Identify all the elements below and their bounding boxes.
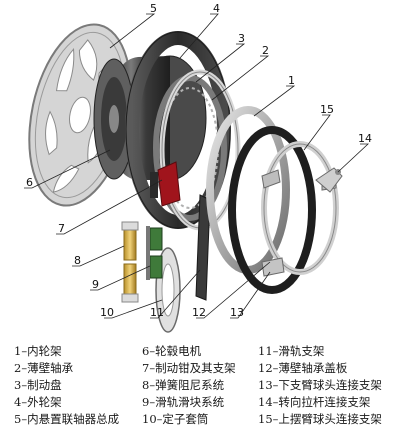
callout-7: 7 [58, 222, 65, 235]
callout-1: 1 [288, 74, 295, 87]
callout-5: 5 [150, 2, 157, 15]
callout-12: 12 [192, 306, 206, 319]
bearing-cover-plate [228, 126, 316, 294]
slide-rail-slider [146, 226, 163, 280]
callout-9: 9 [92, 278, 99, 291]
callout-3: 3 [238, 32, 245, 45]
legend-item-4: 4–外轮架 [14, 395, 62, 409]
callout-10: 10 [100, 306, 114, 319]
legend-item-12: 12–薄壁轴承盖板 [258, 361, 348, 375]
callout-13: 13 [230, 306, 244, 319]
legend-item-1: 1–内轮架 [14, 344, 62, 358]
legend-item-14: 14–转向拉杆连接支架 [258, 395, 371, 409]
legend-item-5: 5–内悬置联轴器总成 [14, 412, 120, 426]
callout-15: 15 [320, 103, 334, 116]
legend-item-3: 3–制动盘 [14, 378, 62, 392]
brake-caliper [150, 161, 181, 207]
leader-lines [24, 13, 370, 319]
legend-item-13: 13–下支臂球头连接支架 [258, 378, 382, 392]
upper-arm-bracket [261, 141, 339, 275]
legend-item-10: 10–定子套筒 [142, 412, 209, 426]
callout-14: 14 [358, 132, 372, 145]
callout-6: 6 [26, 176, 33, 189]
legend-item-7: 7–制动钳及其支架 [142, 361, 236, 375]
legend-item-6: 6–轮毂电机 [142, 344, 202, 358]
callout-numbers: 5 4 3 2 1 15 14 6 7 8 9 10 11 12 13 [26, 2, 372, 319]
callout-4: 4 [213, 2, 220, 15]
legend-item-9: 9–滑轨滑块系统 [142, 395, 225, 409]
lower-arm-bracket [261, 257, 285, 277]
legend-item-2: 2–薄壁轴承 [14, 361, 74, 375]
callout-2: 2 [262, 44, 269, 57]
legend-item-15: 15–上摆臂球头连接支架 [258, 412, 382, 426]
callout-8: 8 [74, 254, 81, 267]
legend-item-8: 8–弹簧阻尼系统 [142, 378, 225, 392]
spring-damper [121, 221, 139, 303]
callout-11: 11 [150, 306, 164, 319]
legend-item-11: 11–滑轨支架 [258, 344, 325, 358]
